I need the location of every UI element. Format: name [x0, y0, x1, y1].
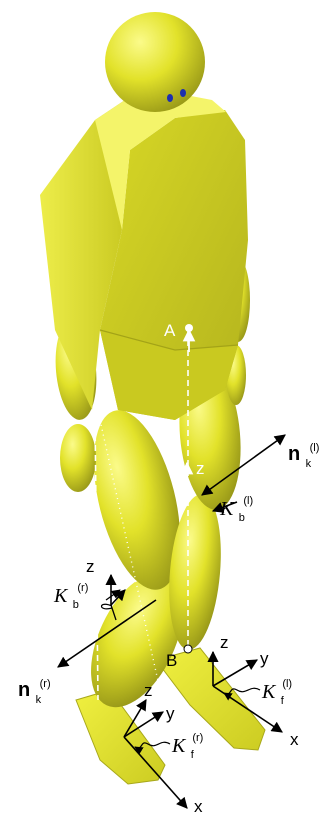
vertical-left-dotted	[99, 419, 161, 691]
point-b	[183, 644, 193, 654]
right-forearm	[60, 424, 96, 492]
label-frame-foot-right: K f (r)	[171, 732, 203, 762]
axis-x-foot-left: x	[290, 730, 299, 749]
axis-y-foot-left: y	[260, 649, 269, 668]
head	[105, 12, 205, 112]
left-foot	[155, 647, 266, 751]
torso-top	[95, 92, 226, 230]
axis-z-body-right: z	[86, 557, 95, 576]
axis-z-body-left: z	[196, 459, 205, 478]
label-frame-foot-left: K f (l)	[261, 678, 292, 708]
right-eye	[167, 94, 173, 102]
axis-z-foot-left: z	[220, 633, 229, 652]
label-point-a: A	[164, 321, 176, 340]
left-eye	[180, 89, 186, 97]
normal-knee-left	[201, 434, 286, 496]
pelvis	[100, 330, 238, 420]
axis-x-foot-right: x	[194, 797, 203, 816]
torso-side	[40, 100, 125, 410]
vertical-right	[94, 414, 99, 701]
axis-y-foot-right: y	[166, 704, 175, 723]
label-point-b: B	[166, 651, 177, 670]
label-frame-body-right: K b (r)	[53, 582, 88, 612]
left-shin	[169, 494, 221, 650]
label-frame-body-left: K b (l)	[219, 495, 253, 525]
right-shin	[91, 572, 183, 708]
label-normal-knee-right: n k (r)	[18, 678, 51, 707]
label-normal-knee-left: n k (l)	[288, 442, 319, 471]
right-thigh	[93, 410, 181, 590]
axis-z-foot-right: z	[144, 681, 153, 700]
normal-knee-right	[57, 599, 157, 668]
